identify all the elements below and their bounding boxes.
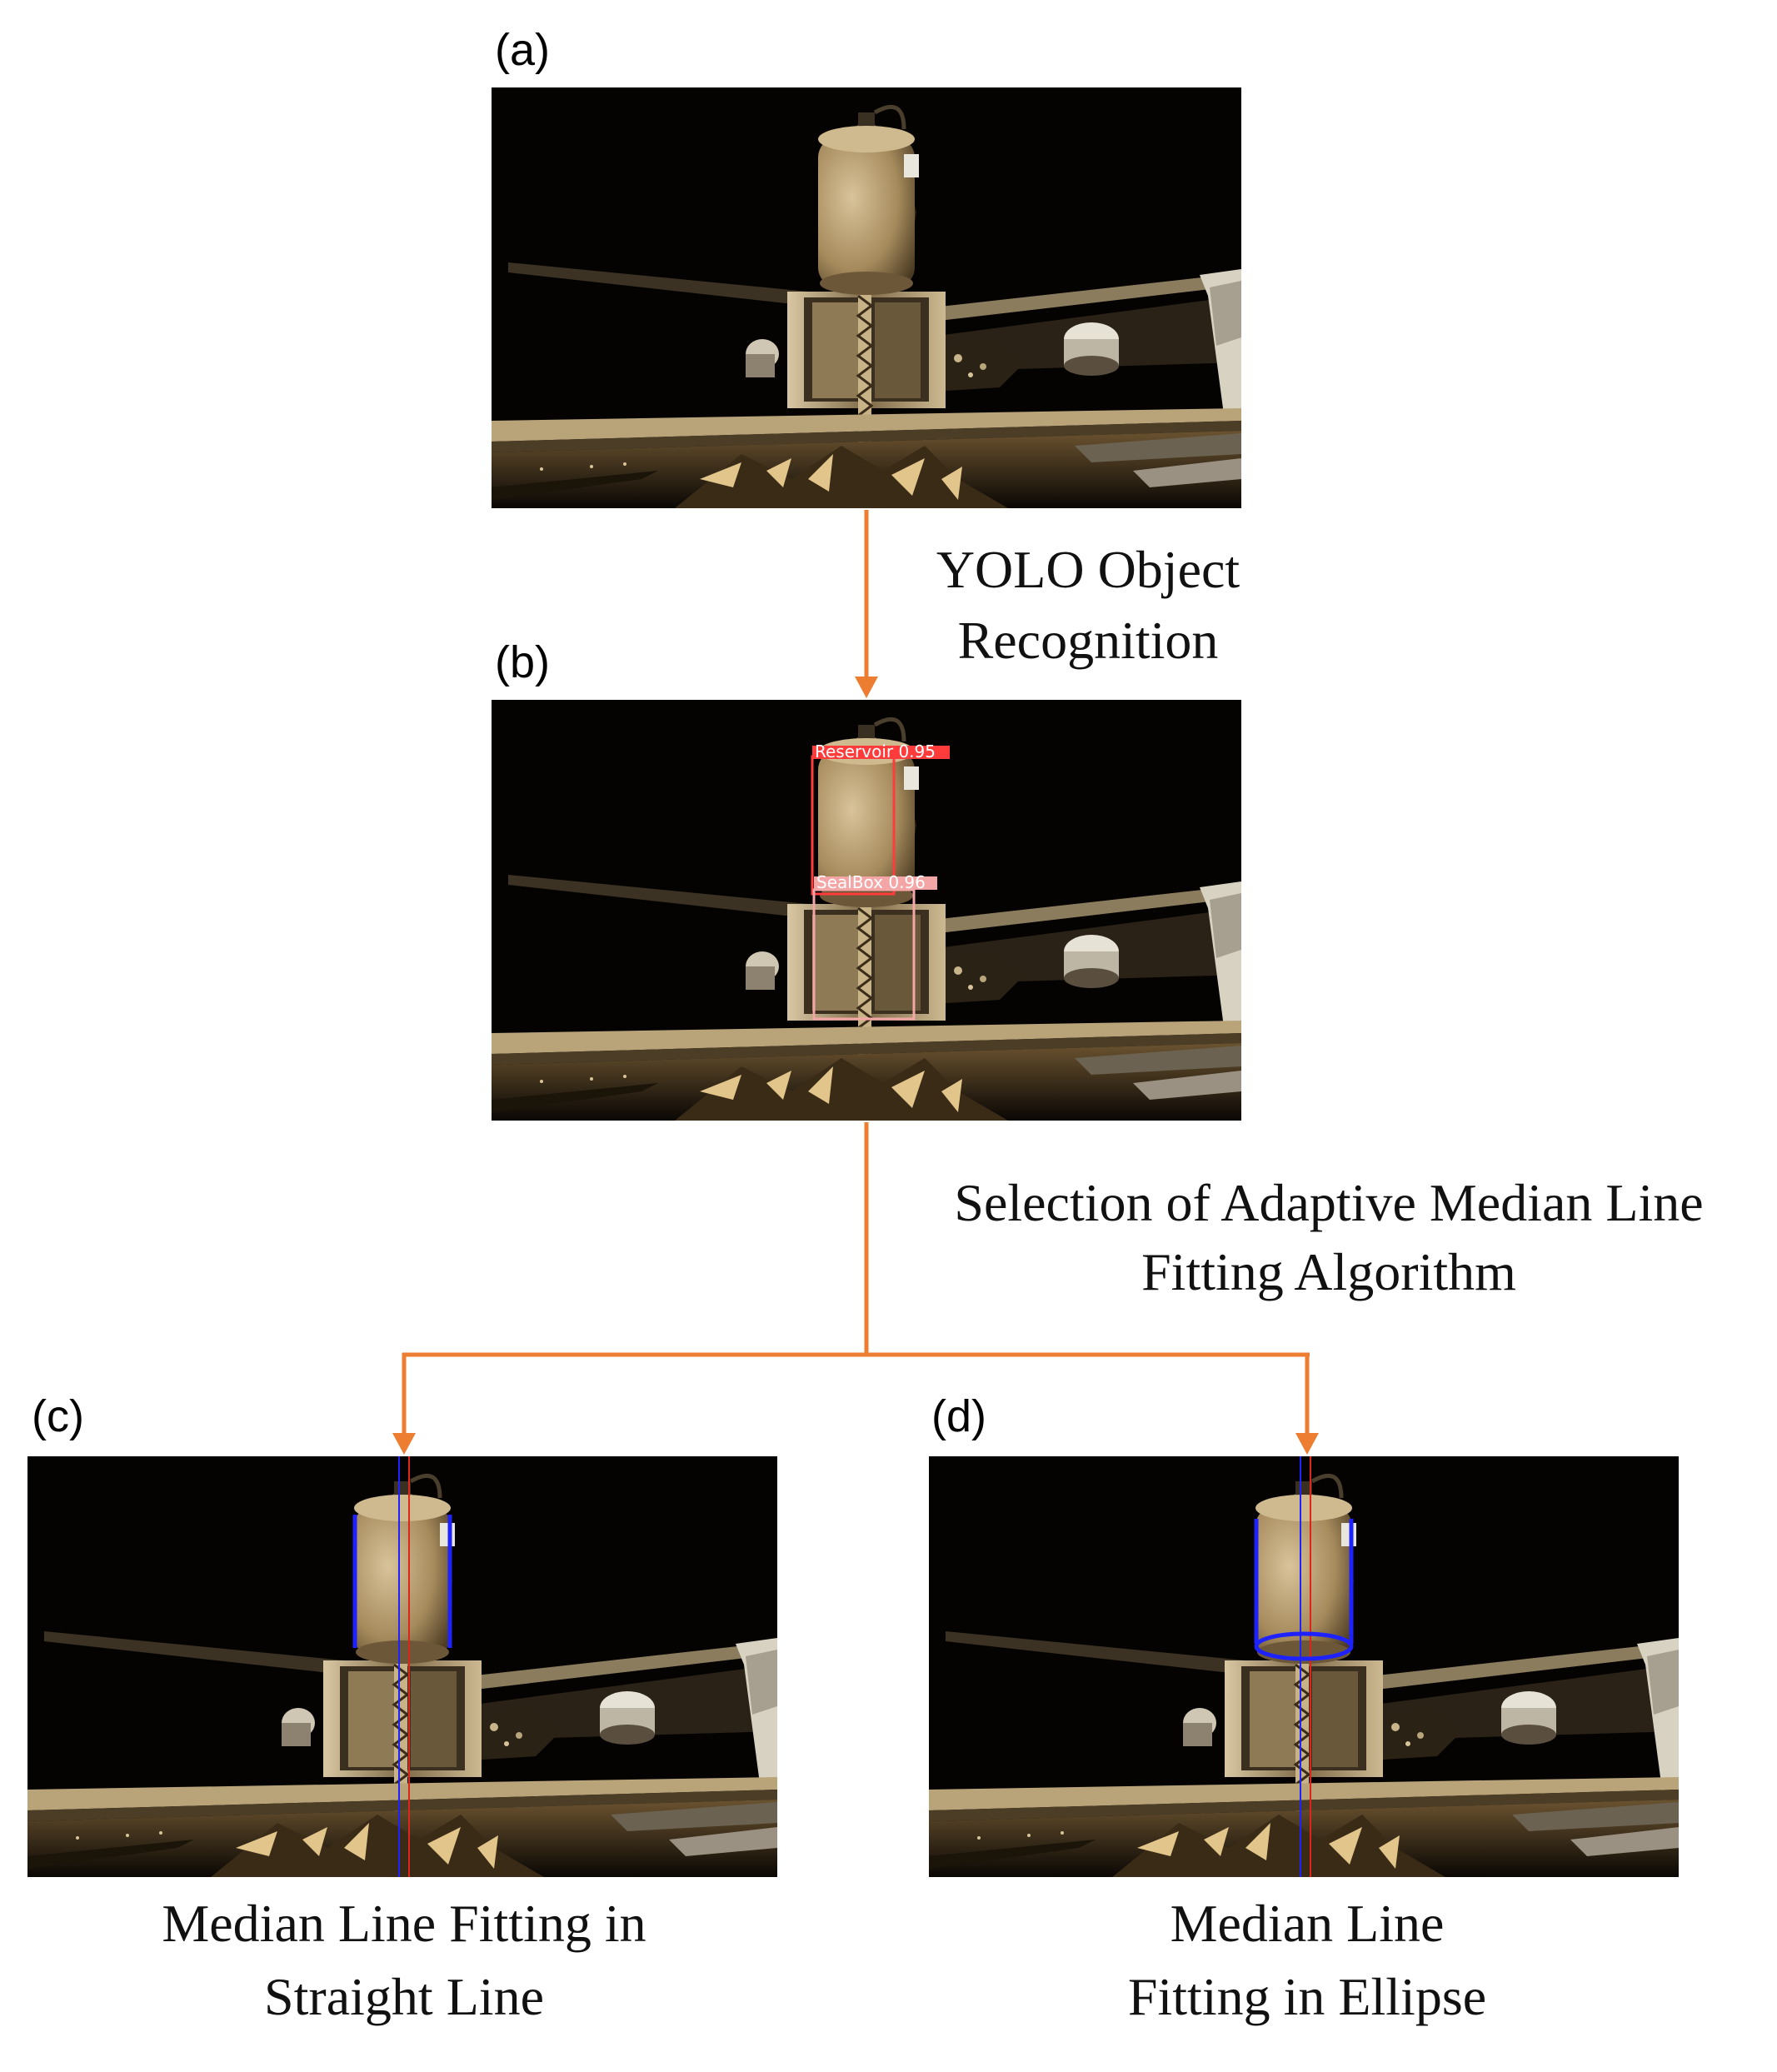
panel-a-photo <box>492 87 1241 508</box>
selection-step-line1: Selection of Adaptive Median Line <box>954 1173 1703 1232</box>
arrow-to-c-head <box>392 1433 416 1455</box>
panel-b-label: (b) <box>495 637 550 687</box>
arrow-to-d-head <box>1295 1433 1319 1455</box>
arrow-a-to-b-head <box>855 677 878 698</box>
panel-c-label: (c) <box>32 1391 84 1441</box>
selection-step-line2: Fitting Algorithm <box>1141 1242 1516 1301</box>
caption-d-line2: Fitting in Ellipse <box>1128 1967 1486 2026</box>
yolo-step-line1: YOLO Object <box>936 540 1240 599</box>
yolo-step-line2: Recognition <box>958 611 1219 670</box>
panel-c-photo <box>27 1456 777 1877</box>
panel-d-label: (d) <box>931 1391 986 1441</box>
fitted-ellipse <box>1254 1631 1354 1661</box>
panel-b-photo: Reservoir 0.95 SealBox 0.96 <box>492 700 1241 1121</box>
caption-c-line2: Straight Line <box>264 1967 544 2026</box>
panel-a-label: (a) <box>495 25 550 75</box>
sealbox-label-bg <box>814 876 937 890</box>
caption-c-line1: Median Line Fitting in <box>162 1894 646 1953</box>
sealbox-label: SealBox 0.96 <box>816 872 926 892</box>
panel-d-photo <box>929 1456 1679 1877</box>
reservoir-label-bg <box>812 746 950 759</box>
reservoir-label: Reservoir 0.95 <box>815 741 936 761</box>
caption-d-line1: Median Line <box>1171 1894 1445 1953</box>
